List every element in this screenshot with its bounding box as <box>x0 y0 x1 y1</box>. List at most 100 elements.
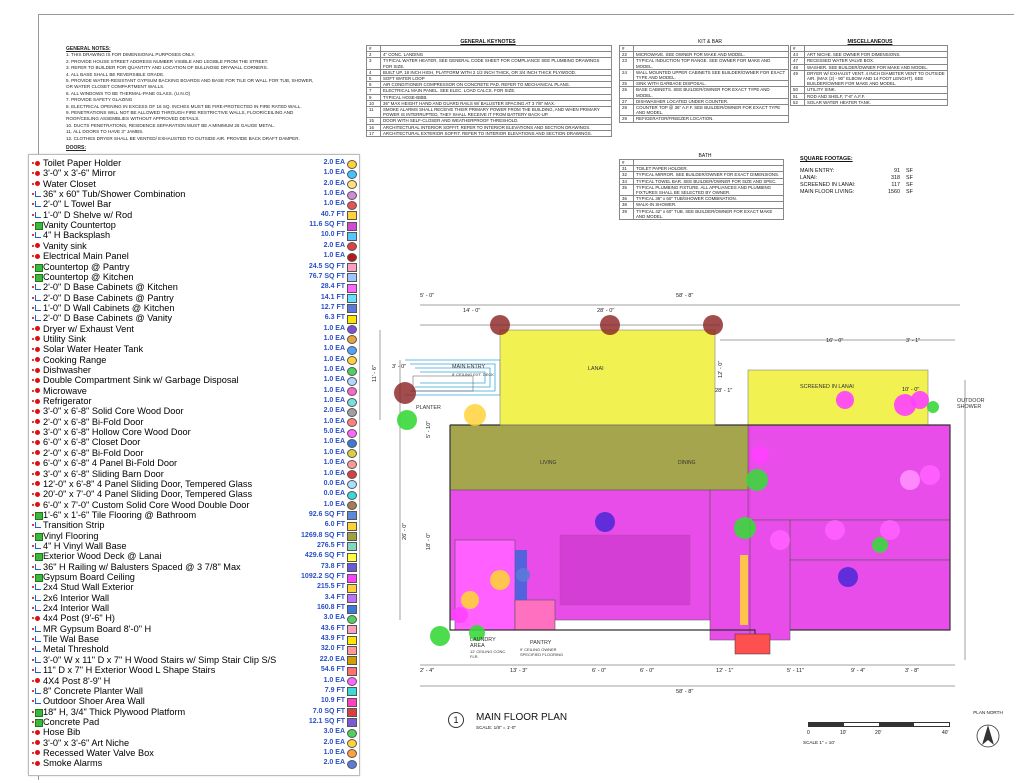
color-swatch[interactable] <box>347 645 357 655</box>
color-swatch[interactable] <box>347 407 357 417</box>
takeoff-item[interactable]: 12'-0" x 6'-8" 4 Panel Sliding Door, Tem… <box>29 479 359 490</box>
color-swatch[interactable] <box>347 190 357 200</box>
color-swatch[interactable] <box>347 242 357 252</box>
color-swatch[interactable] <box>347 728 357 738</box>
color-swatch[interactable] <box>347 366 357 376</box>
color-swatch[interactable] <box>347 325 357 335</box>
color-swatch[interactable] <box>347 687 357 697</box>
color-swatch[interactable] <box>347 221 357 231</box>
takeoff-item[interactable]: 3'-0" W x 11" D x 7" H Wood Stairs w/ Si… <box>29 655 359 666</box>
takeoff-item[interactable]: 36" H Railing w/ Balusters Spaced @ 3 7/… <box>29 562 359 573</box>
color-swatch[interactable] <box>347 532 357 542</box>
color-swatch[interactable] <box>347 677 357 686</box>
color-swatch[interactable] <box>347 501 357 511</box>
color-swatch[interactable] <box>347 573 357 583</box>
color-swatch[interactable] <box>347 718 357 728</box>
color-swatch[interactable] <box>347 697 357 707</box>
color-swatch[interactable] <box>347 542 357 552</box>
color-swatch[interactable] <box>347 294 357 304</box>
color-swatch[interactable] <box>347 180 357 190</box>
color-swatch[interactable] <box>347 552 357 562</box>
color-swatch[interactable] <box>347 470 357 479</box>
color-swatch[interactable] <box>347 283 357 293</box>
color-swatch[interactable] <box>347 521 357 531</box>
color-swatch[interactable] <box>347 159 357 169</box>
color-swatch[interactable] <box>347 252 357 262</box>
color-swatch[interactable] <box>347 387 357 397</box>
color-swatch[interactable] <box>347 708 357 718</box>
color-swatch[interactable] <box>347 263 357 272</box>
color-swatch[interactable] <box>347 563 357 573</box>
color-swatch[interactable] <box>347 490 357 500</box>
takeoff-item[interactable]: 4x4 Post (9'-6" H)3.0 EA <box>29 613 359 624</box>
color-swatch[interactable] <box>347 211 357 221</box>
color-swatch[interactable] <box>347 418 357 428</box>
color-swatch[interactable] <box>347 273 357 283</box>
takeoff-item[interactable]: 6'-0" x 7'-0" Custom Solid Core Wood Dou… <box>29 500 359 511</box>
color-swatch[interactable] <box>347 604 357 614</box>
color-swatch[interactable] <box>347 428 357 438</box>
color-swatch[interactable] <box>347 169 357 179</box>
color-swatch[interactable] <box>347 335 357 345</box>
takeoff-item[interactable]: Double Compartment Sink w/ Garbage Dispo… <box>29 375 359 386</box>
color-swatch[interactable] <box>347 666 357 676</box>
color-swatch[interactable] <box>347 345 357 355</box>
color-swatch[interactable] <box>347 231 357 241</box>
color-swatch[interactable] <box>347 449 357 459</box>
color-swatch[interactable] <box>347 397 357 407</box>
color-swatch[interactable] <box>347 200 357 210</box>
color-swatch[interactable] <box>347 376 357 386</box>
takeoff-item[interactable]: 11" D x 7" H Exterior Wood L Shape Stair… <box>29 665 359 676</box>
color-swatch[interactable] <box>347 480 357 490</box>
color-swatch[interactable] <box>347 739 357 749</box>
color-swatch[interactable] <box>347 614 357 624</box>
color-swatch[interactable] <box>347 511 357 521</box>
color-swatch[interactable] <box>347 583 357 593</box>
takeoff-item[interactable]: 20'-0" x 7'-0" 4 Panel Sliding Door, Tem… <box>29 489 359 500</box>
color-swatch[interactable] <box>347 656 357 666</box>
color-swatch[interactable] <box>347 438 357 448</box>
